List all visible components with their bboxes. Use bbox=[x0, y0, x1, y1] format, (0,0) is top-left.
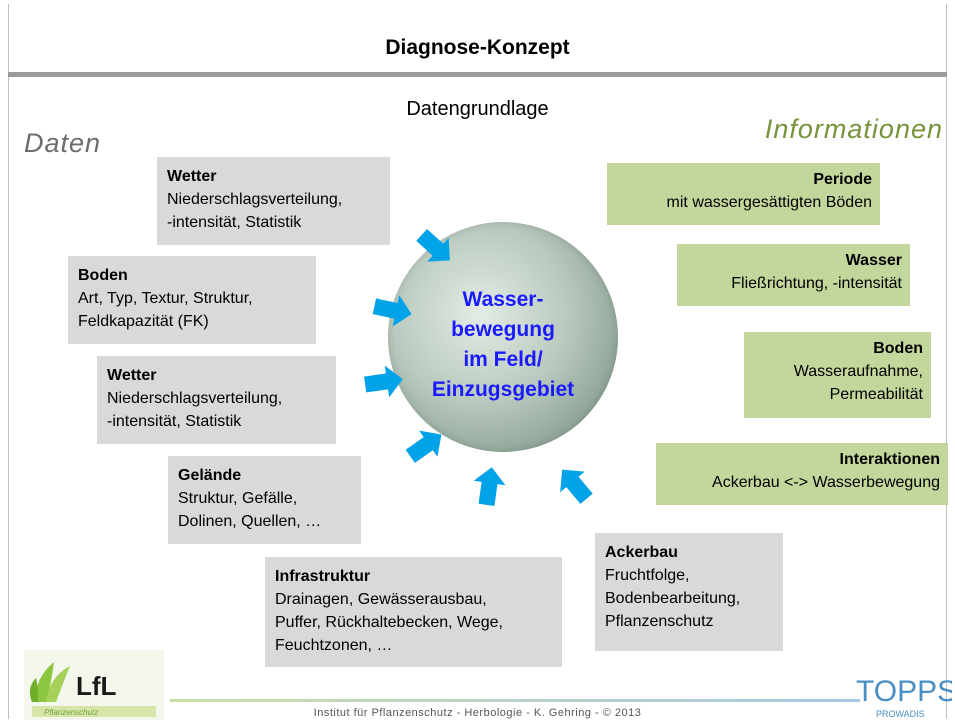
data-box-wetter-mid: Wetter Niederschlagsverteilung, -intensi… bbox=[97, 356, 336, 444]
box-line: Fließrichtung, -intensität bbox=[731, 275, 902, 292]
center-line: Wasser- bbox=[462, 288, 544, 311]
box-line: Bodenbearbeitung, bbox=[605, 590, 741, 607]
center-line: im Feld/ bbox=[463, 348, 543, 371]
box-heading: Gelände bbox=[178, 467, 242, 484]
box-heading: Periode bbox=[813, 171, 872, 188]
topps-logo-subtext: PROWADIS bbox=[876, 709, 925, 719]
box-line: Permeabilität bbox=[829, 386, 923, 403]
lfl-logo: LfL Pflanzenschutz bbox=[24, 650, 164, 720]
arrow-icon bbox=[470, 464, 508, 508]
box-heading: Ackerbau bbox=[605, 544, 678, 561]
slide-title: Diagnose-Konzept bbox=[385, 36, 570, 59]
arrow-icon bbox=[410, 223, 461, 273]
footer-divider bbox=[170, 699, 860, 702]
daten-label: Daten bbox=[24, 128, 102, 158]
box-line: Struktur, Gefälle, bbox=[178, 490, 298, 507]
box-line: Feuchtzonen, … bbox=[275, 637, 393, 654]
data-box-gelaende: Gelände Struktur, Gefälle, Dolinen, Quel… bbox=[168, 456, 361, 544]
info-box-periode: Periode mit wassergesättigten Böden bbox=[607, 163, 880, 225]
data-box-boden: Boden Art, Typ, Textur, Struktur, Feldka… bbox=[68, 256, 316, 344]
box-heading: Boden bbox=[873, 340, 923, 357]
center-line: bewegung bbox=[451, 318, 555, 341]
info-box-boden: Boden Wasseraufnahme, Permeabilität bbox=[744, 332, 931, 418]
box-heading: Wetter bbox=[107, 367, 157, 384]
center-circle bbox=[388, 222, 618, 452]
box-line: Puffer, Rückhaltebecken, Wege, bbox=[275, 614, 503, 631]
lfl-logo-text: LfL bbox=[76, 671, 117, 701]
footer-text: Institut für Pflanzenschutz - Herbologie… bbox=[313, 707, 642, 719]
data-box-ackerbau: Ackerbau Fruchtfolge, Bodenbearbeitung, … bbox=[595, 533, 783, 651]
box-line: -intensität, Statistik bbox=[107, 413, 242, 430]
arrow-icon bbox=[401, 421, 451, 470]
topps-logo-text: TOPPS bbox=[856, 675, 952, 708]
box-line: Art, Typ, Textur, Struktur, bbox=[78, 290, 253, 307]
lfl-logo-subtext: Pflanzenschutz bbox=[44, 708, 98, 717]
box-line: Feldkapazität (FK) bbox=[78, 313, 209, 330]
topps-logo: TOPPS PROWADIS bbox=[856, 675, 952, 719]
box-heading: Wetter bbox=[167, 168, 217, 185]
data-box-wetter-top: Wetter Niederschlagsverteilung, -intensi… bbox=[157, 157, 390, 245]
slide-frame bbox=[8, 4, 947, 719]
box-line: -intensität, Statistik bbox=[167, 214, 302, 231]
box-heading: Infrastruktur bbox=[275, 568, 371, 585]
center-text: Wasser- bewegung im Feld/ Einzugsgebiet bbox=[388, 285, 618, 405]
box-line: Niederschlagsverteilung, bbox=[107, 390, 283, 407]
box-line: Pflanzenschutz bbox=[605, 613, 714, 630]
info-box-interaktionen: Interaktionen Ackerbau <-> Wasserbewegun… bbox=[656, 443, 948, 505]
title-divider bbox=[8, 72, 947, 77]
box-line: Dolinen, Quellen, … bbox=[178, 513, 322, 530]
box-heading: Wasser bbox=[845, 252, 902, 269]
box-line: mit wassergesättigten Böden bbox=[666, 194, 872, 211]
center-line: Einzugsgebiet bbox=[431, 378, 575, 401]
box-line: Wasseraufnahme, bbox=[793, 363, 923, 380]
box-line: Ackerbau <-> Wasserbewegung bbox=[712, 474, 940, 491]
arrow-icon bbox=[371, 290, 415, 330]
box-heading: Boden bbox=[78, 267, 128, 284]
info-box-wasser: Wasser Fließrichtung, -intensität bbox=[677, 244, 910, 306]
arrow-icon bbox=[362, 363, 406, 401]
box-heading: Interaktionen bbox=[839, 451, 940, 468]
arrow-icon bbox=[549, 459, 599, 510]
data-box-infrastruktur: Infrastruktur Drainagen, Gewässerausbau,… bbox=[265, 557, 562, 667]
box-line: Drainagen, Gewässerausbau, bbox=[275, 591, 487, 608]
box-line: Fruchtfolge, bbox=[605, 567, 690, 584]
informationen-label: Informationen bbox=[764, 114, 943, 144]
box-line: Niederschlagsverteilung, bbox=[167, 191, 343, 208]
subtitle: Datengrundlage bbox=[406, 98, 549, 120]
